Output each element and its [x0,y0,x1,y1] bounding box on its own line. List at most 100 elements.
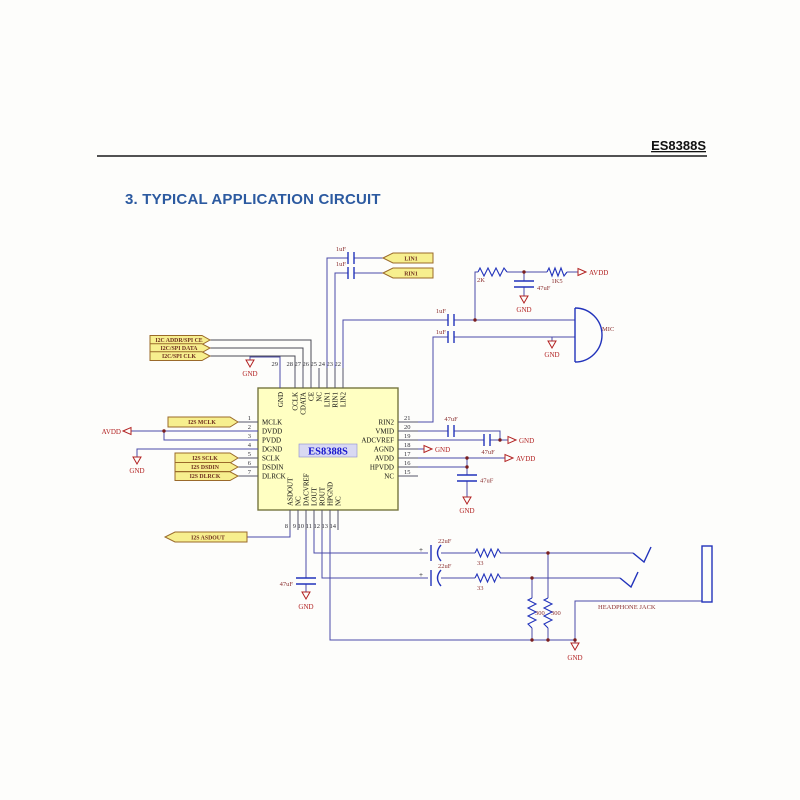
flag-label: I2S DSDIN [191,465,220,471]
value-label-300: 300 [535,610,545,617]
flag-i2s-dsdin: I2S DSDIN [174,462,240,472]
flag-i2c-spi-clk: I2C/SPI CLK [149,351,212,361]
pin-name: SCLK [262,455,280,463]
avdd-label: AVDD [102,428,121,436]
pin-name: CE [308,392,316,401]
pin-number: 10 [298,523,305,530]
flag-label: I2S SCLK [192,456,218,462]
flag-label: RIN1 [404,271,418,277]
gnd-arrow [462,496,472,506]
avdd-label: AVDD [589,269,608,277]
gnd-arrow [301,591,311,601]
power-symbols [121,267,588,652]
flag-label: I2C ADDR/SPI CE [155,338,202,344]
capacitor-avdd [457,474,477,482]
pin-name: DVDD [262,428,282,436]
avdd-arrow-right [504,453,515,463]
pin-number: 28 [287,361,294,368]
pin-number: 8 [285,523,288,530]
gnd-arrow [132,456,142,466]
pin-name: ROUT [319,486,327,506]
pin-name: PVDD [262,437,281,445]
flag-rin1: RIN1 [381,267,434,279]
ic-name: ES8388S [308,447,348,458]
capacitor-mic-bottom [447,331,455,343]
pin-number: 21 [404,415,411,422]
pin-number: 5 [248,451,251,458]
gnd-label: GND [519,437,534,445]
capacitor-adcvref [483,434,491,446]
gnd-arrow [519,295,529,305]
pin-number: 16 [404,460,411,467]
pin-name: DLRCK [262,473,286,481]
pin-number: 22 [335,361,342,368]
value-label-47uf: 47uF [481,449,495,456]
gnd-label: GND [459,507,474,515]
headphone-jack-label: HEADPHONE JACK [598,604,656,611]
pin-name: NC [316,392,324,402]
pin-number: 12 [314,523,321,530]
capacitor-vmid [447,425,455,437]
flag-label: LIN1 [404,256,417,262]
flag-label: I2C/SPI DATA [161,346,199,352]
capacitors [296,252,534,587]
pin-name: DACVREF [303,473,311,506]
pin-name: LIN2 [340,392,348,408]
capacitor-rin1 [347,267,355,279]
pin-number: 3 [248,433,251,440]
flag-i2s-sclk: I2S SCLK [174,452,239,464]
header-product-title: ES8388S [651,138,706,153]
circuit-wires [131,257,702,643]
pin-number: 15 [404,469,411,476]
value-label-47uf: 47uF [480,478,494,485]
flag-label: I2C/SPI CLK [162,354,196,360]
pin-name: HPGND [327,482,335,506]
pin-name: NC [384,473,394,481]
pin-number: 13 [322,523,329,530]
gnd-arrow [547,340,557,350]
gnd-label: GND [567,654,582,662]
value-label-300: 300 [551,610,561,617]
value-label-22uf: 22uF [438,538,452,545]
capacitor-mic-top [447,314,455,326]
power-net-labels: AVDD GND GND GND GND AVDD GND GND AVDD G… [102,269,656,662]
capacitor-lout-22uf [430,544,442,562]
pin-name: LIN1 [324,392,332,408]
gnd-arrow [245,359,255,369]
pin-number: 11 [306,523,312,530]
pin-name: MCLK [262,419,282,427]
gnd-label: GND [129,467,144,475]
resistors [474,266,568,629]
pin-name: ASDOUT [287,477,295,506]
value-label-2k: 2K [477,277,485,284]
ic-name-highlight [298,443,358,458]
value-label-22uf: 22uF [438,563,452,570]
pin-number: 7 [248,469,252,476]
pin-number: 2 [248,424,251,431]
pin-number: 1 [248,415,251,422]
gnd-arrow-right [423,444,434,454]
gnd-label: GND [544,351,559,359]
resistor-33-top [474,547,501,559]
avdd-arrow-left [121,426,132,436]
capacitor-rout-22uf [430,569,442,587]
headphone-jack-symbol [619,545,713,603]
pin-name: LOUT [311,487,319,506]
jack-tip-contact [632,546,652,564]
flag-i2s-mclk: I2S MCLK [167,416,239,428]
flag-i2c-addr-spi-ce: I2C ADDR/SPI CE [149,335,212,345]
connector-flags: I2S MCLK I2S SCLK I2S DSDIN I2S DLRCK I2… [149,252,434,543]
pin-number: 17 [404,451,411,458]
avdd-arrow-right [577,267,588,277]
capacitor-dacvref [296,577,316,585]
pin-name: AVDD [375,455,394,463]
microphone-symbol [574,307,603,363]
pin-name: AGND [374,446,394,454]
pin-name: DSDIN [262,464,283,472]
flag-i2s-dlrck: I2S DLRCK [174,471,240,481]
jack-ring-contact [619,571,639,589]
pin-number: 6 [248,460,252,467]
pin-name: VMID [375,428,394,436]
